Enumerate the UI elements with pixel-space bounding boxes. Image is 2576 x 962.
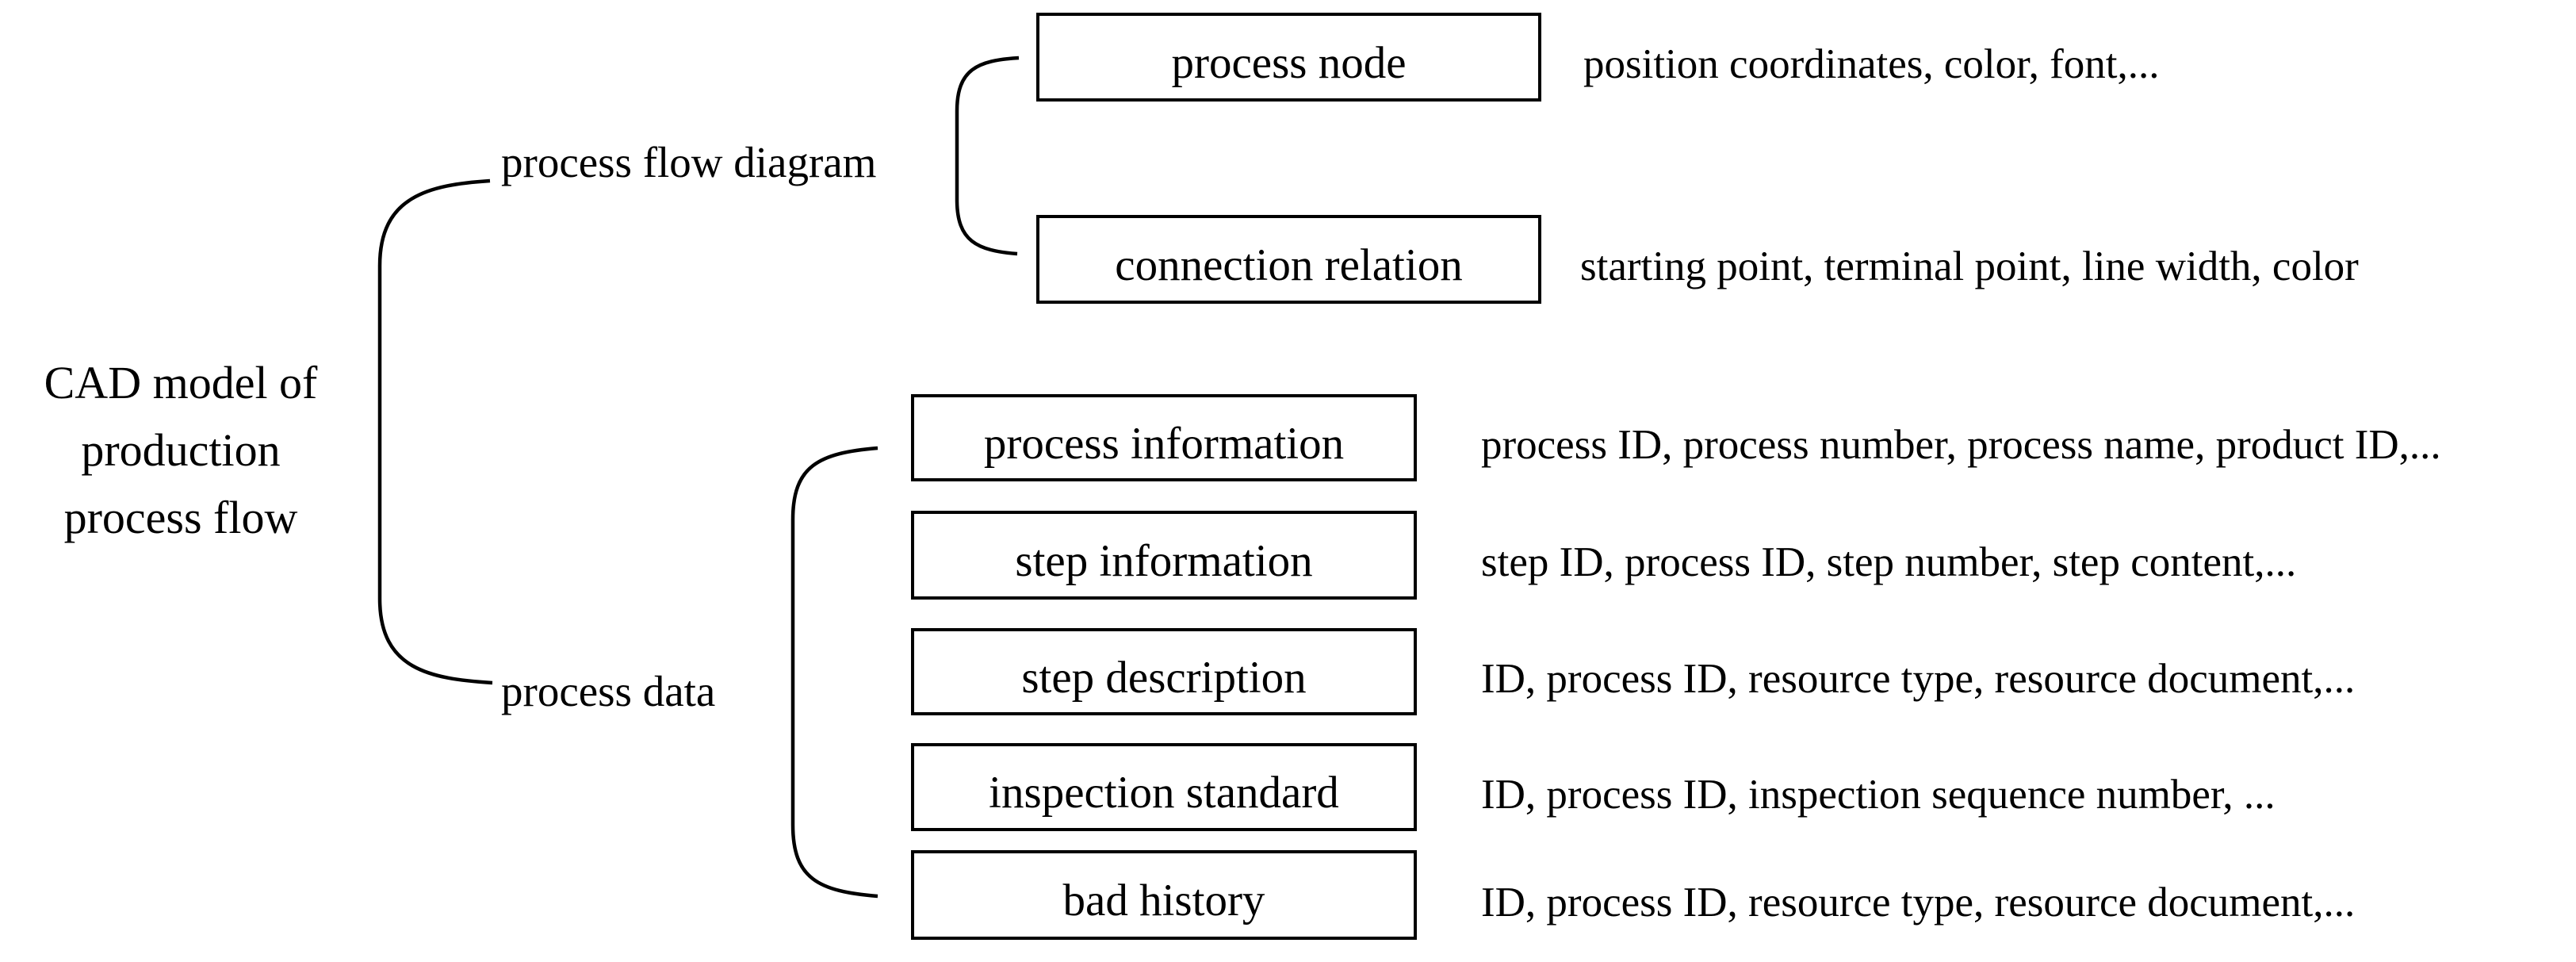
inspection-standard-attributes: ID, process ID, inspection sequence numb… <box>1481 771 2276 818</box>
step-information-box: step information <box>911 511 1417 600</box>
root-label: CAD model of production process flow <box>2 349 360 551</box>
step-information-box-label: step information <box>1015 535 1313 586</box>
bad-history-box-label: bad history <box>1062 876 1265 926</box>
bad-history-attributes: ID, process ID, resource type, resource … <box>1481 879 2356 926</box>
process-information-box: process information <box>911 394 1417 481</box>
step-information-attributes: step ID, process ID, step number, step c… <box>1481 539 2297 585</box>
process-node-attributes: position coordinates, color, font,... <box>1583 41 2160 87</box>
root-label-line-1: CAD model of <box>44 357 318 408</box>
flow-diagram-brace-path <box>955 56 1020 256</box>
process-data-brace-path <box>790 446 878 899</box>
connection-relation-box-label: connection relation <box>1115 240 1463 290</box>
process-information-box-label: process information <box>983 418 1345 469</box>
connection-relation-box: connection relation <box>1036 215 1541 304</box>
step-description-box: step description <box>911 628 1417 715</box>
inspection-standard-box-label: inspection standard <box>989 768 1339 818</box>
root-brace-path <box>377 178 493 685</box>
process-node-box-label: process node <box>1171 37 1407 88</box>
bad-history-box: bad history <box>911 850 1417 940</box>
connection-relation-attributes: starting point, terminal point, line wid… <box>1580 243 2359 289</box>
process-node-box: process node <box>1036 13 1541 102</box>
root-label-line-3: process flow <box>63 492 298 543</box>
step-description-attributes: ID, process ID, resource type, resource … <box>1481 656 2356 702</box>
process-flow-diagram-label: process flow diagram <box>501 138 877 186</box>
process-data-label: process data <box>501 667 716 715</box>
root-label-line-2: production <box>81 424 281 476</box>
process-information-attributes: process ID, process number, process name… <box>1481 422 2441 468</box>
inspection-standard-box: inspection standard <box>911 743 1417 831</box>
step-description-box-label: step description <box>1021 652 1307 703</box>
